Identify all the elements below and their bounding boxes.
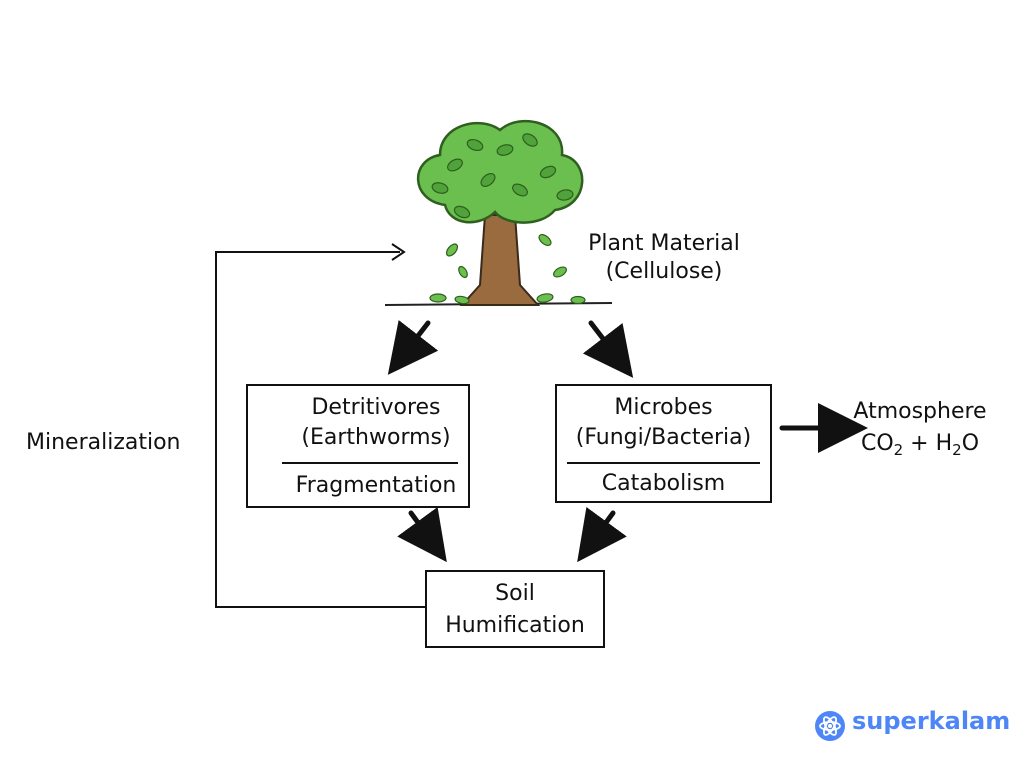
detritivores-subtitle: (Earthworms) xyxy=(301,425,451,450)
detritivores-box: Detritivores (Earthworms) Fragmentation xyxy=(246,384,470,508)
o-text: O xyxy=(961,431,980,456)
arrow-plant-to-microbes xyxy=(582,320,634,378)
plant-material-subtitle: (Cellulose) xyxy=(605,259,723,284)
atmosphere-label: Atmosphere CO2 + H2O xyxy=(845,398,995,458)
brand-logo-icon xyxy=(815,711,845,741)
falling-leaves-icon xyxy=(429,233,586,305)
detritivores-process: Fragmentation xyxy=(295,473,457,498)
detritivores-title: Detritivores xyxy=(311,395,441,420)
mineralization-label: Mineralization xyxy=(26,430,181,455)
arrow-plant-to-detritivores xyxy=(387,320,439,375)
atmosphere-gases: CO2 + H2O xyxy=(845,430,995,458)
brand-name: superkalam xyxy=(852,707,1011,735)
microbes-process: Catabolism xyxy=(601,471,726,496)
plus-h-text: + H xyxy=(903,431,953,456)
soil-humification-box: Soil Humification xyxy=(425,570,605,648)
plant-material-label: Plant Material (Cellulose) xyxy=(575,230,753,286)
microbes-divider xyxy=(567,462,760,464)
plant-material-title: Plant Material xyxy=(588,231,740,256)
detritivores-divider xyxy=(282,462,458,464)
brand: superkalam xyxy=(852,707,1010,735)
arrow-mineralization-loop xyxy=(215,251,425,608)
h2-subscript: 2 xyxy=(952,441,962,459)
microbes-subtitle: (Fungi/Bacteria) xyxy=(575,425,752,450)
tree-icon xyxy=(384,119,613,306)
microbes-title: Microbes xyxy=(614,395,713,420)
arrow-detritivores-to-soil xyxy=(397,506,447,563)
co2-subscript: 2 xyxy=(893,441,904,459)
co-text: CO xyxy=(860,431,894,456)
microbes-box: Microbes (Fungi/Bacteria) Catabolism xyxy=(555,384,772,503)
soil-title: Soil xyxy=(495,581,535,606)
arrow-microbes-to-soil xyxy=(577,506,627,563)
soil-subtitle: Humification xyxy=(445,613,585,638)
atmosphere-title: Atmosphere xyxy=(853,399,987,424)
